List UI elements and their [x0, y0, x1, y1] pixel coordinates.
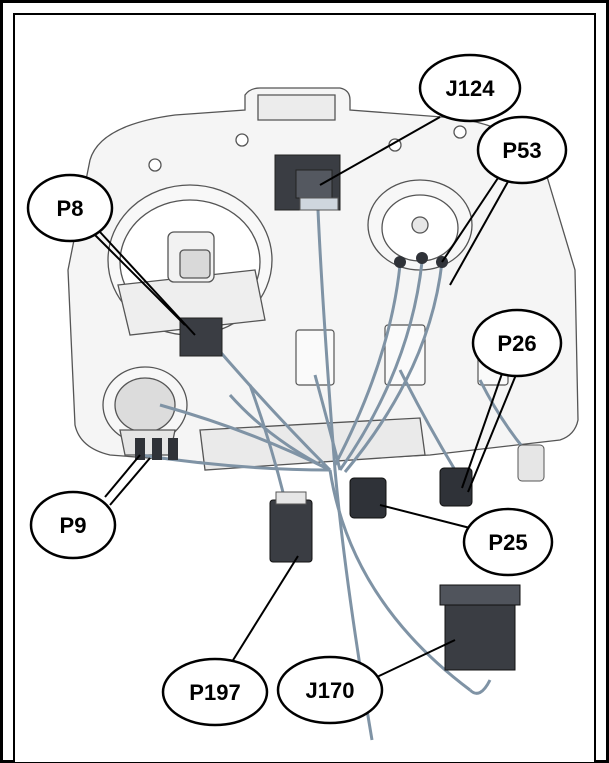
callout-P26: P26 — [471, 308, 563, 378]
wire-bundle — [139, 209, 527, 741]
connector-P197 — [269, 491, 313, 563]
connector-P9 — [135, 438, 178, 460]
callout-P8: P8 — [26, 173, 114, 243]
connector-J170 — [439, 584, 521, 671]
gauge-left — [107, 184, 273, 336]
callout-label-P8: P8 — [57, 196, 84, 221]
callout-P53: P53 — [476, 115, 568, 185]
connector-P25 — [349, 477, 387, 519]
callout-J124: J124 — [418, 53, 522, 123]
callout-label-J170: J170 — [306, 678, 355, 703]
callout-label-P26: P26 — [497, 331, 536, 356]
connector-P26 — [439, 444, 545, 507]
connector-P8 — [179, 317, 223, 357]
callout-P25: P25 — [462, 507, 554, 577]
callout-P9: P9 — [29, 490, 117, 560]
callout-J170: J170 — [276, 655, 384, 725]
callout-label-J124: J124 — [446, 76, 496, 101]
gauge-right — [367, 179, 473, 271]
callout-P197: P197 — [161, 657, 269, 727]
callout-label-P53: P53 — [502, 138, 541, 163]
callout-label-P197: P197 — [189, 680, 240, 705]
callout-label-P9: P9 — [60, 513, 87, 538]
connector-J124 — [274, 154, 341, 211]
callout-label-P25: P25 — [488, 530, 527, 555]
